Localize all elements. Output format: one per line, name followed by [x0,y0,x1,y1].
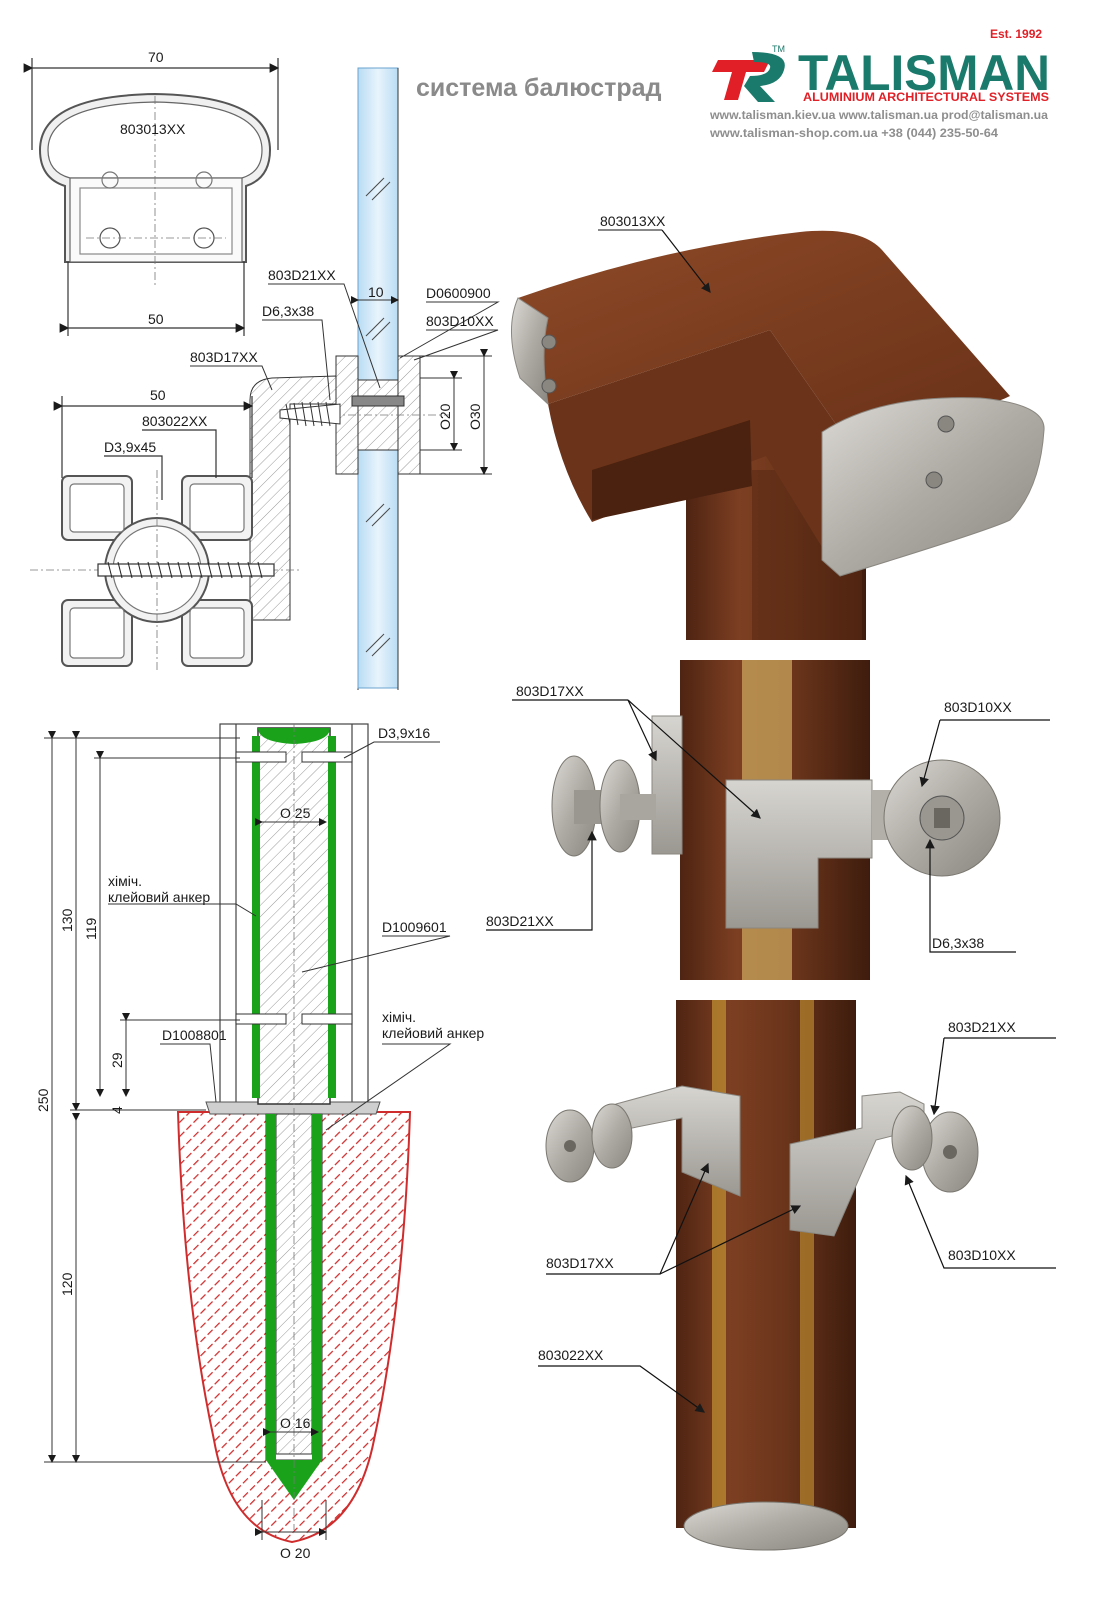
anchor-note-top-1: хіміч. [108,873,142,889]
handrail-section-drawing [23,58,280,336]
photo-label-spacer: 803D21XX [486,913,554,929]
anchor-note-top-2: клейовий анкер [108,889,210,905]
clamp-code-label: 803D10XX [426,313,494,329]
insert-code-label: D1009601 [382,919,447,935]
gasket-code-label: D0600900 [426,285,491,301]
dim-4: 4 [109,1106,125,1114]
dim-250: 250 [35,1088,51,1112]
photo-label-clamp-b: 803D10XX [948,1247,1016,1263]
established-text: Est. 1992 [990,27,1042,41]
holder-code-label: 803D17XX [190,349,258,365]
contact-phone: www.talisman-shop.com.ua +38 (044) 235-5… [709,126,998,140]
photo-post-assembly [538,1000,1056,1551]
spacer-code-label: 803D21XX [268,267,336,283]
dia-30-label: O30 [467,403,483,430]
base-code-label: D1008801 [162,1027,227,1043]
photo-label-screw: D6,3x38 [932,935,984,951]
photo-label-handrail: 803013XX [600,213,666,229]
photo-handrail-corner [511,229,1045,640]
brand-tagline: ALUMINIUM ARCHITECTURAL SYSTEMS [803,90,1049,104]
dim-29: 29 [109,1052,125,1068]
photo-label-clamp: 803D10XX [944,699,1012,715]
dim-120: 120 [59,1272,75,1296]
glass-clamp-drawing [190,67,500,690]
post-code-label: 803022XX [142,413,208,429]
anchor-note-bottom-1: хіміч. [382,1009,416,1025]
handrail-code-label: 803013XX [120,121,186,137]
dim-post-width-50: 50 [150,387,166,403]
dia-25-label: O 25 [280,805,311,821]
contact-websites: www.talisman.kiev.ua www.talisman.ua pro… [709,108,1048,122]
dim-130: 130 [59,908,75,932]
anchor-note-bottom-2: клейовий анкер [382,1025,484,1041]
talisman-logo: TM TALISMAN Est. 1992 ALUMINIUM ARCHITEC… [712,27,1050,104]
photo-holder-clamp [486,660,1050,980]
brand-name: TALISMAN [798,45,1050,101]
screw-post-label: D3,9x45 [104,439,156,455]
dia-20-label: O20 [437,403,453,430]
screw-small-label: D3,9x16 [378,725,430,741]
dim-width-70: 70 [148,49,164,65]
dim-119: 119 [83,917,99,940]
photo-label-holder: 803D17XX [516,683,584,699]
trademark-mark: TM [772,44,785,54]
photo-label-post-b: 803022XX [538,1347,604,1363]
anchor-drawing [44,723,452,1544]
page-title: система балюстрад [416,74,662,102]
screw-main-label: D6,3x38 [262,303,314,319]
photo-label-holder-b: 803D17XX [546,1255,614,1271]
dia-16-label: O 16 [280,1415,311,1431]
dia-20-bottom-label: O 20 [280,1545,311,1561]
post-section-drawing [30,396,300,672]
dim-width-50: 50 [148,311,164,327]
glass-thickness-label: 10 [368,284,384,300]
photo-label-spacer-b: 803D21XX [948,1019,1016,1035]
